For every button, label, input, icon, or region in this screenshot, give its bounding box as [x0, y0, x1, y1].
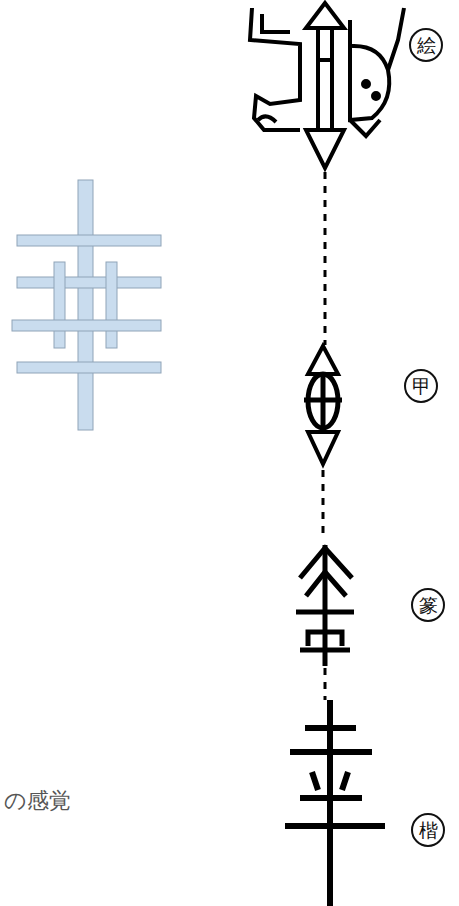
- stage-name: 楷: [419, 821, 438, 840]
- seal-glyph: [296, 545, 354, 666]
- stage-name: 甲: [412, 377, 431, 396]
- circled-label: 絵: [409, 28, 443, 62]
- oracle-glyph: [304, 346, 342, 464]
- stage-name: 篆: [419, 596, 438, 615]
- stage-name: 絵: [417, 36, 436, 55]
- circled-label: 篆: [411, 588, 445, 622]
- lattice-figure: [12, 180, 161, 430]
- pictograph-glyph: [250, 3, 404, 168]
- caption-fragment: の感覚: [4, 786, 71, 816]
- dashed-connector: [323, 172, 325, 700]
- circled-label: 甲: [404, 369, 438, 403]
- regular-glyph: [285, 700, 385, 906]
- circled-label: 楷: [411, 813, 445, 847]
